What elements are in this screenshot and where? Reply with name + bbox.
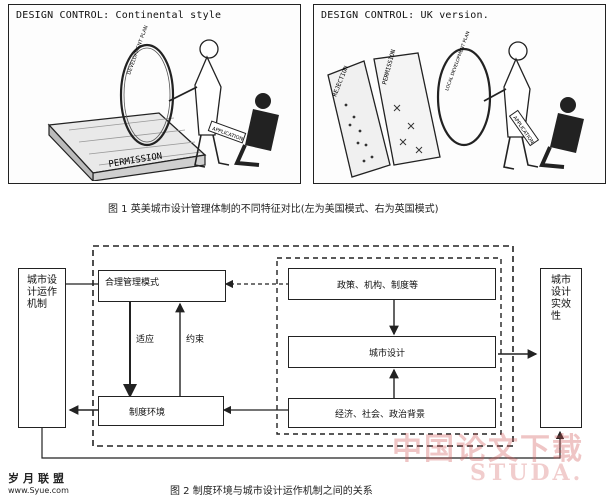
- cartoon-left-title: DESIGN CONTROL: Continental style: [16, 10, 222, 21]
- label-adapt: 适应: [136, 335, 155, 345]
- box-effectiveness: 城市设计实效性: [540, 268, 582, 428]
- box-institution-environment: 制度环境: [98, 396, 224, 426]
- box-policy-label: 政策、机构、制度等: [337, 281, 419, 291]
- watermark-cn-right: 中国论文下载: [392, 432, 584, 467]
- box-institution-environment-label: 制度环境: [129, 408, 166, 418]
- figure2-caption: 图 2 制度环境与城市设计运作机制之间的关系: [170, 486, 373, 497]
- box-management-mode: 合理管理模式: [98, 270, 226, 302]
- dashed-boundary-outer: [92, 245, 514, 447]
- box-operation-mechanism-label: 城市设计运作机制: [27, 275, 57, 310]
- box-urban-design-label: 城市设计: [369, 349, 406, 359]
- box-effectiveness-label: 城市设计实效性: [551, 275, 571, 322]
- box-operation-mechanism: 城市设计运作机制: [18, 268, 66, 428]
- cartoon-uk: DESIGN CONTROL: UK version. REJECTION PE…: [313, 4, 606, 184]
- cartoon-continental: DESIGN CONTROL: Continental style PERMIS…: [8, 4, 301, 184]
- watermark-url-left: www.Syue.com: [8, 486, 69, 495]
- box-management-mode-label: 合理管理模式: [105, 278, 160, 288]
- watermark-url-right: STUDA.: [470, 460, 584, 486]
- feedback-loop: [41, 428, 565, 459]
- cartoon-right-drawing: REJECTION PERMISSION LOCAL DEVELOPMENT P…: [327, 31, 584, 178]
- box-background-label: 经济、社会、政治背景: [335, 410, 426, 420]
- dashed-boundary-inner: [276, 257, 502, 435]
- box-urban-design: 城市设计: [288, 336, 496, 368]
- label-constrain: 约束: [186, 335, 205, 345]
- watermark-cn-left: 岁月联盟: [8, 472, 68, 485]
- cartoon-left-drawing: PERMISSION DEVELOPMENT PLAN APPLICATION: [47, 24, 279, 181]
- figure1-caption: 图 1 英美城市设计管理体制的不同特征对比(左为美国模式、右为英国模式): [108, 204, 439, 215]
- box-policy: 政策、机构、制度等: [288, 268, 496, 300]
- box-background: 经济、社会、政治背景: [288, 398, 496, 428]
- cartoon-right-title: DESIGN CONTROL: UK version.: [321, 10, 489, 21]
